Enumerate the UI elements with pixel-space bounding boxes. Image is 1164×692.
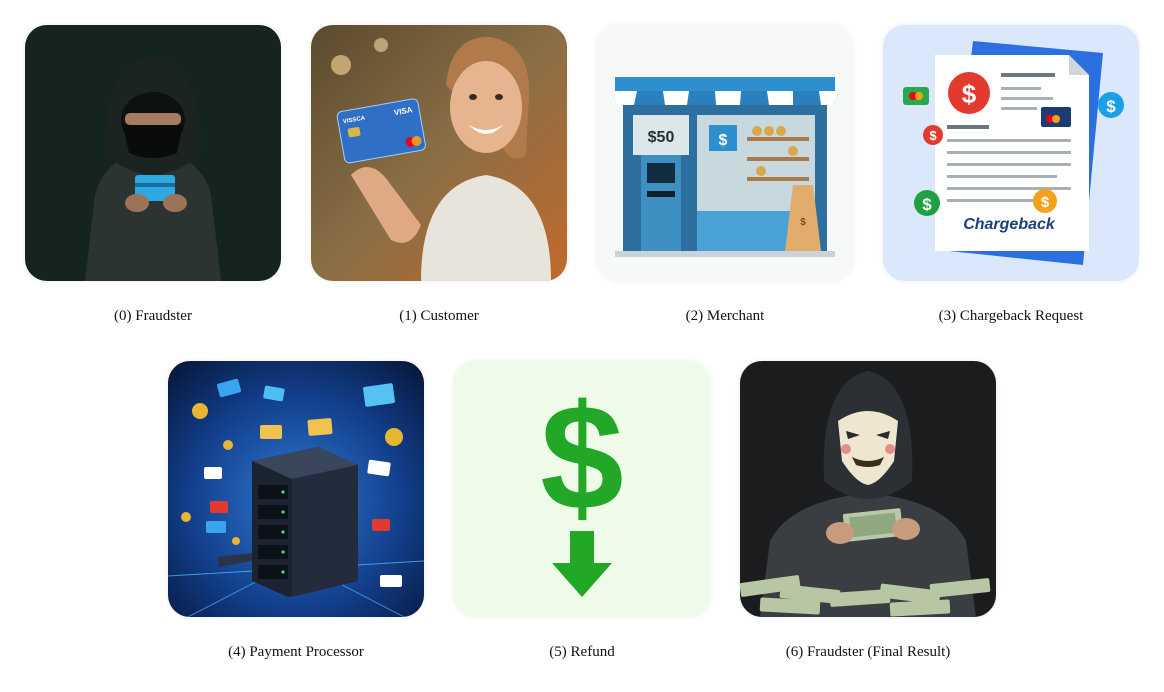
green-dollar-down-arrow-image: $ xyxy=(454,361,710,617)
merchant-tile: $50 $ $ xyxy=(597,25,853,281)
card-brand-text: VISA xyxy=(393,105,413,117)
smiling-customer-holding-card-image: VISA VISSCA xyxy=(311,25,567,281)
fraudster-final-tile xyxy=(740,361,996,617)
payment-processor-tile xyxy=(168,361,424,617)
server-payment-processor-image xyxy=(168,361,424,617)
svg-text:$: $ xyxy=(922,195,932,214)
svg-text:$: $ xyxy=(800,217,806,228)
caption-payment-processor: (4) Payment Processor xyxy=(228,644,364,660)
chargeback-document-image: $ Chargeback $ $ $ $ xyxy=(883,25,1139,281)
svg-text:$: $ xyxy=(540,373,623,541)
caption-refund: (5) Refund xyxy=(549,644,615,660)
caption-chargeback-request: (3) Chargeback Request xyxy=(938,308,1084,324)
svg-text:$: $ xyxy=(1041,194,1050,211)
chargeback-doc-label: Chargeback xyxy=(963,216,1056,233)
caption-fraudster-final-result: (6) Fraudster (Final Result) xyxy=(785,644,951,660)
svg-text:$: $ xyxy=(719,132,728,149)
masked-fraudster-counting-money-image xyxy=(740,361,996,617)
svg-text:$: $ xyxy=(929,128,937,143)
refund-tile: $ xyxy=(454,361,710,617)
svg-text:$: $ xyxy=(962,79,977,109)
caption-merchant: (2) Merchant xyxy=(685,308,765,324)
chargeback-tile: $ Chargeback $ $ $ $ xyxy=(883,25,1139,281)
caption-customer: (1) Customer xyxy=(399,308,479,324)
storefront-merchant-image: $50 $ $ xyxy=(597,25,853,281)
customer-tile: VISA VISSCA xyxy=(311,25,567,281)
svg-text:$: $ xyxy=(1106,97,1116,116)
card-issuer-text: VISSCA xyxy=(343,115,367,125)
fraudster-tile xyxy=(25,25,281,281)
store-price-sign: $50 xyxy=(648,129,675,146)
hooded-fraudster-holding-card-image xyxy=(25,25,281,281)
caption-fraudster: (0) Fraudster xyxy=(114,308,192,324)
